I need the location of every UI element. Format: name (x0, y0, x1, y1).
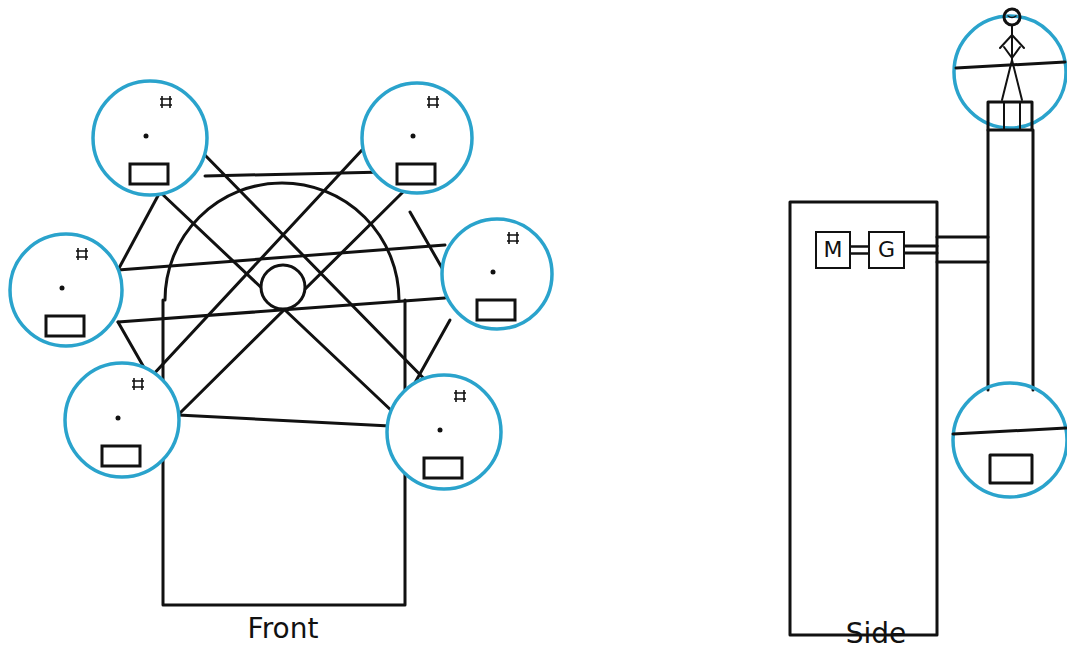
dot (60, 286, 65, 291)
gondola (93, 81, 207, 195)
gondola (362, 83, 472, 193)
dot (491, 270, 496, 275)
dot (438, 428, 443, 433)
seat (477, 300, 515, 320)
component-letter: M (824, 239, 843, 261)
shaft-coupling (851, 247, 868, 254)
dot (144, 134, 149, 139)
sparkle (454, 390, 466, 402)
dot (116, 416, 121, 421)
sparkle (160, 96, 172, 108)
component-letter: G (878, 239, 895, 261)
gondola (65, 363, 179, 477)
sparkle (132, 378, 144, 390)
sparkle (427, 96, 439, 108)
gondola (387, 375, 501, 489)
seat (46, 316, 84, 336)
dot (411, 134, 416, 139)
sparkle (507, 232, 519, 244)
view-label: Side (846, 617, 907, 650)
gondola (10, 234, 122, 346)
seat (102, 446, 140, 466)
view-label: Front (248, 612, 319, 645)
seat (397, 164, 435, 184)
seat (424, 458, 462, 478)
sparkle (76, 248, 88, 260)
component-box: M (815, 231, 851, 269)
seat (130, 164, 168, 184)
gondola (442, 219, 552, 329)
component-box: G (868, 231, 905, 269)
